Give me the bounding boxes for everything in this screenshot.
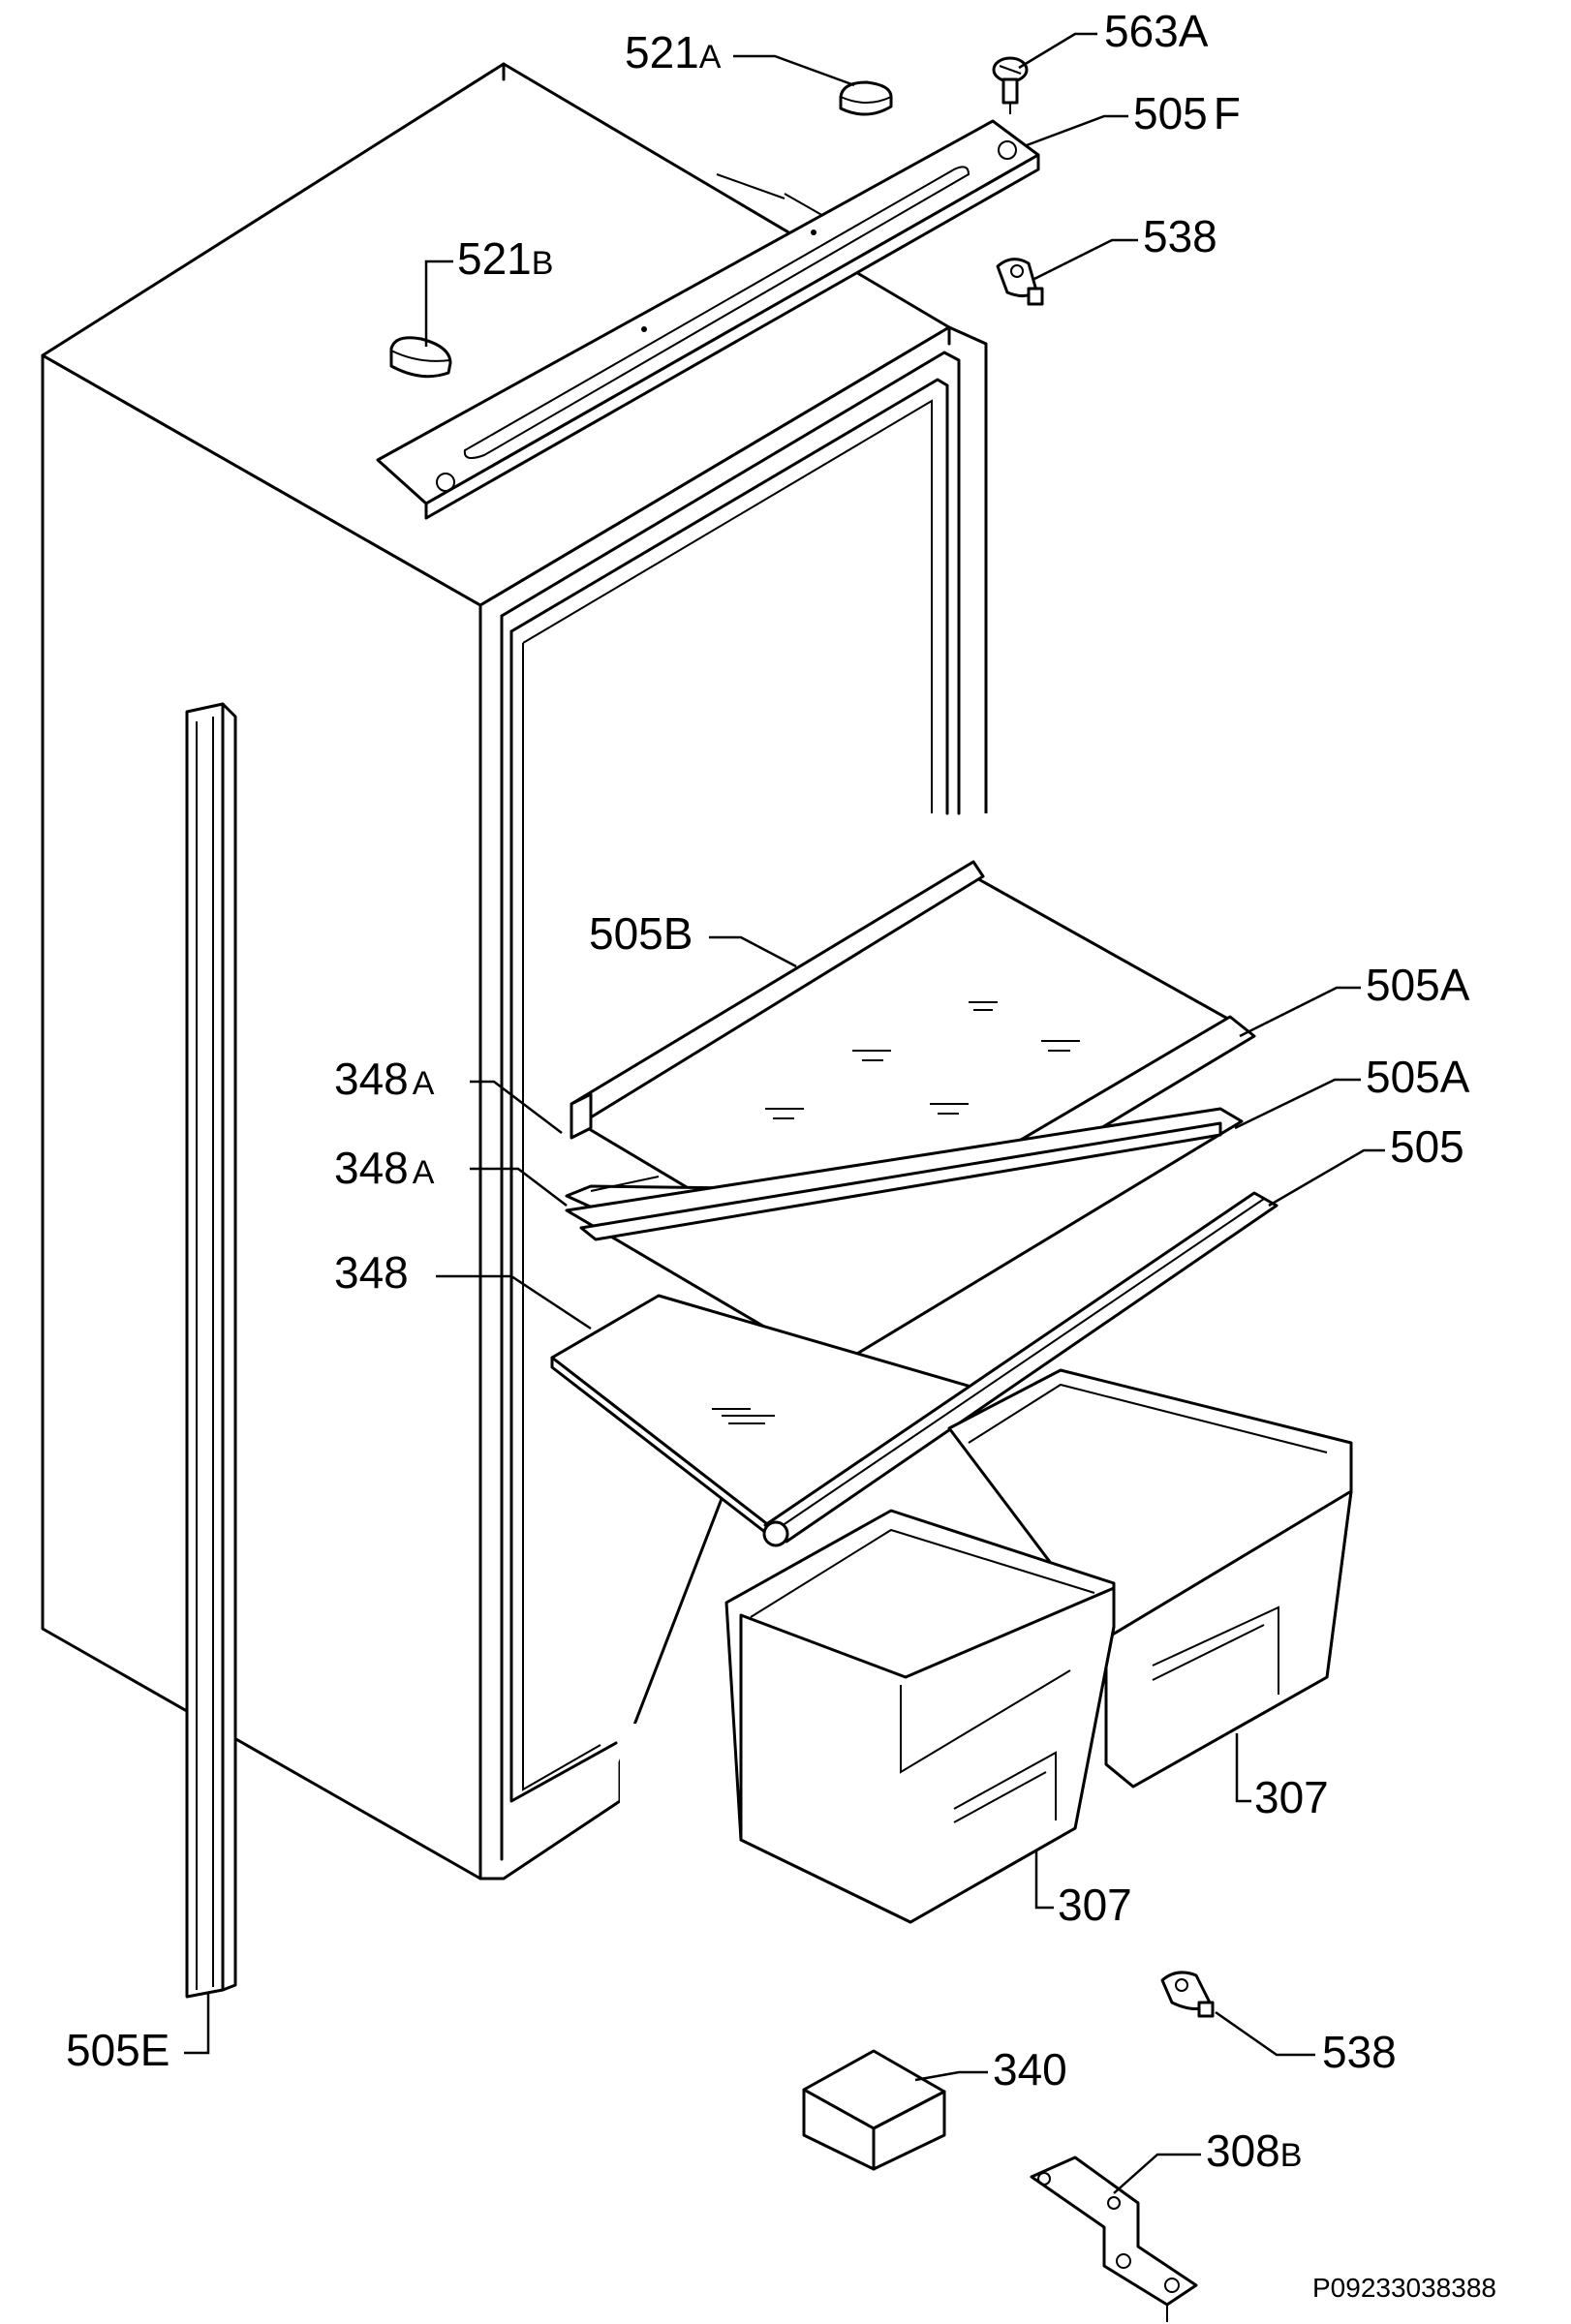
crisper-drawer-left xyxy=(724,1509,1116,1924)
label-538-top: 538 xyxy=(1143,211,1217,261)
hinge-cap-521a xyxy=(839,80,893,116)
hinge-cap-521b xyxy=(389,336,452,379)
hinge-pin-538-bottom xyxy=(1160,1971,1215,2018)
label-521a: 521A xyxy=(625,27,722,77)
label-308b: 308B xyxy=(1206,2125,1302,2176)
accessory-block-340 xyxy=(802,2049,946,2171)
door-seal-strip xyxy=(185,702,237,1999)
label-563a: 563A xyxy=(1104,6,1209,56)
label-521b: 521B xyxy=(457,233,553,284)
shelf-front-strip xyxy=(762,1191,1278,1547)
hinge-pin-538-top xyxy=(996,258,1044,306)
label-505b: 505B xyxy=(589,908,693,959)
label-538-bottom: 538 xyxy=(1322,2027,1397,2077)
label-340: 340 xyxy=(993,2044,1067,2095)
label-505a-upper: 505A xyxy=(1366,960,1470,1010)
label-505a-lower: 505A xyxy=(1366,1052,1470,1102)
label-307-left: 307 xyxy=(1058,1880,1132,1930)
bottom-hinge-308b xyxy=(1030,2156,1198,2322)
crisper-drawer-right xyxy=(947,1368,1353,1789)
screw-563a xyxy=(992,56,1029,114)
label-307-right: 307 xyxy=(1254,1772,1329,1822)
label-505e: 505E xyxy=(66,2025,169,2075)
label-348: 348 xyxy=(334,1247,409,1298)
top-hinge-cover-plate xyxy=(376,119,1040,520)
leader-lines xyxy=(184,32,1385,2194)
label-505: 505 xyxy=(1390,1121,1464,1172)
reference-code: P09233038388 xyxy=(1312,2273,1496,2303)
